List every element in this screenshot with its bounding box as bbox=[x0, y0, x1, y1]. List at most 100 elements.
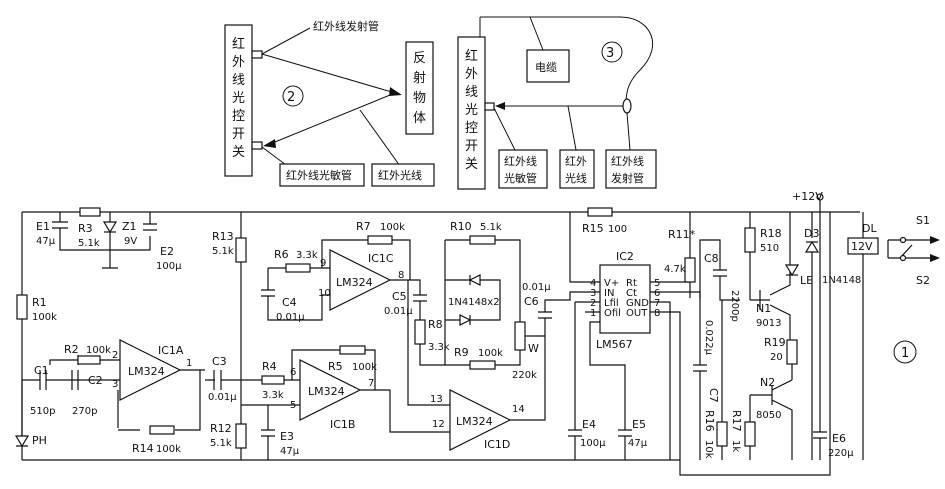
IC2-left-pin-2: Lfil bbox=[604, 298, 619, 309]
IC2-right-pin-3: OUT bbox=[626, 308, 648, 319]
R16-value: 10k bbox=[703, 440, 714, 459]
N1-wiring bbox=[749, 212, 791, 340]
C3-value: 0.01μ bbox=[208, 392, 237, 403]
C3-wiring bbox=[205, 370, 262, 390]
IC1B-name: IC1B bbox=[330, 418, 355, 431]
R7-value: 100k bbox=[380, 222, 405, 233]
C4-value: 0.01μ bbox=[276, 312, 305, 323]
E6-value: 220μ bbox=[828, 448, 854, 459]
reg-wiring bbox=[59, 212, 151, 251]
d3-ray-arrow bbox=[495, 102, 505, 110]
IC1D-part: LM324 bbox=[456, 415, 493, 428]
IC1C-pin9: 9 bbox=[320, 258, 326, 269]
IC1B-part: LM324 bbox=[308, 385, 345, 398]
E4-E5-caps bbox=[568, 429, 632, 437]
C2-value: 270p bbox=[72, 406, 97, 417]
d3-cable-label: 电缆 bbox=[535, 61, 557, 74]
IC1B-pin7: 7 bbox=[368, 378, 374, 389]
R8-value: 3.3k bbox=[428, 342, 450, 353]
N2-wiring bbox=[750, 364, 793, 460]
R1-value: 100k bbox=[32, 312, 57, 323]
W-pot bbox=[514, 321, 526, 351]
d2-ray-back-arrow bbox=[263, 139, 276, 148]
d2-number-circle bbox=[282, 85, 304, 107]
IC2-right-num-1: 6 bbox=[654, 288, 660, 299]
E1-cap bbox=[52, 221, 68, 229]
R15-resistor bbox=[587, 207, 613, 217]
R13-label: R13 bbox=[212, 230, 234, 243]
N1-label: N1 bbox=[756, 302, 771, 315]
R6-label: R6 bbox=[274, 248, 289, 261]
d3-emitter-label-1: 红外线 bbox=[611, 154, 644, 168]
d2-receiver-label-box bbox=[279, 163, 365, 187]
R11-resistor bbox=[684, 257, 696, 283]
N2-label: N2 bbox=[760, 376, 775, 389]
C2-cap bbox=[71, 370, 79, 390]
IC2-left-wiring bbox=[560, 212, 626, 460]
R7-label: R7 bbox=[356, 220, 371, 233]
R11-label: R11* bbox=[668, 228, 696, 241]
relay-contact-1 bbox=[899, 236, 907, 244]
R19-label: R19 bbox=[764, 336, 786, 349]
W-value: 220k bbox=[512, 370, 537, 381]
C6-label: C6 bbox=[524, 295, 539, 308]
E1-label: E1 bbox=[36, 220, 50, 233]
IC1A-name: IC1A bbox=[158, 344, 184, 357]
bias-wiring bbox=[240, 212, 300, 460]
d2-emitter-label: 红外线发射管 bbox=[313, 19, 379, 33]
IC2-right-num-0: 5 bbox=[654, 278, 660, 289]
E2-label: E2 bbox=[160, 245, 174, 258]
C6-wiring bbox=[535, 299, 560, 337]
diagram-2-reflective: 红外线光控开关 反射物体 红外线发射管 红外线光敏管 红外光线 2 bbox=[224, 19, 435, 187]
E3-label: E3 bbox=[280, 430, 294, 443]
R4-value: 3.3k bbox=[262, 390, 284, 401]
d2-ray-back bbox=[269, 92, 396, 145]
E2-value: 100μ bbox=[156, 261, 182, 272]
R5-label: R5 bbox=[328, 360, 343, 373]
R1-label: R1 bbox=[32, 296, 47, 309]
PH-photodiode bbox=[14, 435, 30, 448]
relay-name: DL bbox=[862, 222, 877, 235]
IC2-right-pin-0: Rt bbox=[626, 278, 637, 289]
diodes-label: 1N4148x2 bbox=[448, 297, 500, 308]
R15-value: 100 bbox=[608, 224, 627, 235]
R2-label: R2 bbox=[64, 343, 79, 356]
IC1A-feedback bbox=[117, 369, 205, 431]
R14-value: 100k bbox=[156, 444, 181, 455]
d2-emitter-stub bbox=[251, 50, 263, 59]
E5-value: 47μ bbox=[628, 438, 648, 449]
R3-value: 5.1k bbox=[78, 238, 100, 249]
d3-receiver-stub bbox=[484, 102, 495, 111]
E1-value: 47μ bbox=[36, 236, 56, 247]
S2-arrow bbox=[930, 254, 940, 262]
R8-label: R8 bbox=[428, 318, 443, 331]
IC2-left-pin-1: IN bbox=[604, 288, 614, 299]
IC1B-pin6: 6 bbox=[290, 367, 296, 378]
R12-value: 5.1k bbox=[210, 438, 232, 449]
ground-symbol bbox=[102, 250, 118, 269]
d2-receiver-label: 红外线光敏管 bbox=[286, 168, 352, 182]
E6-cap bbox=[813, 431, 827, 439]
d3-cable-leader bbox=[529, 16, 544, 51]
C2-label: C2 bbox=[88, 374, 103, 387]
R17-label: R17 bbox=[730, 410, 743, 432]
R19-value: 20 bbox=[770, 352, 783, 363]
relay-contacts bbox=[862, 212, 913, 460]
R19-resistor bbox=[786, 339, 798, 365]
D3-E6-wiring bbox=[811, 212, 821, 460]
vcc-terminal bbox=[816, 193, 824, 201]
C5-value: 0.01μ bbox=[384, 306, 413, 317]
d2-reflector-label: 反射物体 bbox=[413, 51, 426, 126]
R18-label: R18 bbox=[760, 227, 782, 240]
N2-value: 8050 bbox=[756, 410, 781, 421]
d3-switch-label: 红外线光控开关 bbox=[465, 48, 478, 172]
C1-cap bbox=[39, 370, 47, 390]
circuit-number-circle bbox=[893, 340, 917, 364]
circuit-number: 1 bbox=[901, 346, 909, 361]
D3-diode bbox=[804, 240, 820, 253]
C5-cap bbox=[413, 294, 427, 320]
R2-resistor bbox=[77, 355, 101, 365]
IC1A-opamp bbox=[119, 339, 182, 401]
IC1D-name: IC1D bbox=[484, 438, 510, 451]
